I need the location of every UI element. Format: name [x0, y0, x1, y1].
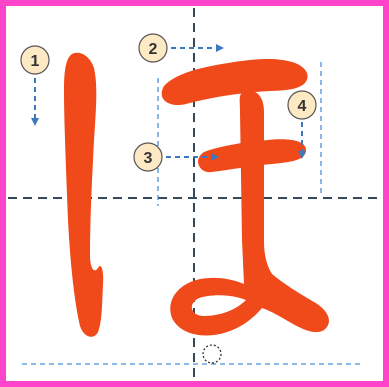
badge-number: 2 — [149, 41, 158, 58]
badge-circle — [287, 90, 317, 120]
badge-number: 1 — [31, 53, 40, 70]
character-ho — [64, 52, 329, 337]
badge-circle — [20, 45, 50, 75]
step-badge-1: 1 — [20, 45, 50, 126]
stroke-4-vertical-loop — [170, 90, 329, 336]
step-badge-2: 2 — [138, 33, 224, 63]
badge-circle — [138, 33, 168, 63]
start-marker-circle — [202, 344, 222, 364]
badge-circle — [133, 142, 163, 172]
step-badge-3: 3 — [133, 142, 219, 172]
stroke-2-top-horizontal — [161, 58, 308, 106]
badge-number: 3 — [144, 150, 153, 167]
stroke-1-left-vertical — [64, 52, 104, 337]
step-badge-4: 4 — [287, 90, 317, 159]
badge-number: 4 — [298, 98, 307, 115]
